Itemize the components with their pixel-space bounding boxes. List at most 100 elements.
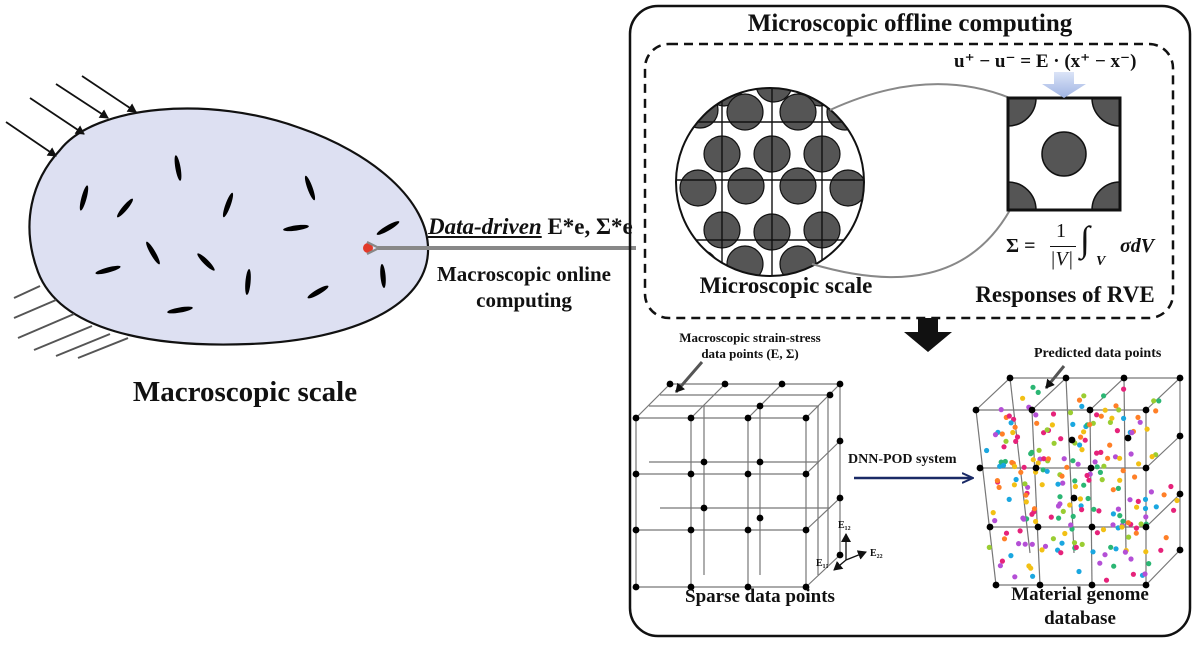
predicted-point	[1116, 407, 1122, 413]
predicted-point	[1008, 420, 1014, 426]
predicted-point	[1146, 561, 1152, 567]
predicted-point	[1101, 463, 1107, 469]
predicted-point	[1110, 522, 1116, 528]
predicted-point	[1021, 464, 1027, 470]
predicted-point	[1050, 536, 1056, 542]
online-computing-line1: Macroscopic online	[436, 262, 611, 286]
predicted-point	[1128, 451, 1134, 457]
predicted-point	[1055, 481, 1061, 487]
predicted-point	[1033, 518, 1039, 525]
predicted-point	[1111, 563, 1117, 569]
predicted-point	[1103, 577, 1110, 583]
predicted-point	[1071, 540, 1078, 546]
predicted-point	[1121, 415, 1127, 421]
predicted-point	[1087, 422, 1093, 428]
predicted-point	[1045, 456, 1051, 462]
genome-line2: database	[1044, 608, 1116, 629]
predicted-pointer	[1044, 365, 1066, 389]
predicted-point	[1122, 549, 1128, 555]
avg-frac-num: 1	[1056, 220, 1066, 242]
predicted-point	[1091, 506, 1097, 512]
strain-stress-pointer	[674, 361, 704, 393]
predicted-point	[1115, 506, 1121, 512]
predicted-point	[1068, 522, 1074, 528]
data-driven-label: Data-driven E*e, Σ*e	[428, 214, 633, 240]
predicted-point	[1070, 513, 1076, 520]
predicted-point	[1061, 456, 1067, 462]
predicted-point	[1060, 508, 1066, 514]
predicted-point	[1100, 527, 1107, 533]
predicted-point	[986, 544, 992, 551]
predicted-point	[1003, 530, 1010, 536]
predicted-point	[1120, 518, 1126, 524]
predicted-point	[998, 407, 1004, 413]
zoom-line-top	[829, 83, 1011, 111]
predicted-point	[1051, 440, 1057, 446]
predicted-point	[1025, 484, 1031, 490]
avg-sub: V	[1096, 254, 1106, 269]
predicted-point	[1129, 430, 1135, 436]
predicted-point	[1161, 492, 1167, 498]
predicted-point	[1037, 456, 1043, 462]
predicted-point	[1000, 462, 1007, 468]
predicted-point	[1077, 442, 1083, 448]
predicted-point	[1018, 469, 1024, 475]
avg-frac-bar	[1050, 246, 1076, 247]
predicted-point	[1064, 464, 1070, 470]
predicted-point	[1012, 424, 1018, 430]
predicted-point	[1133, 530, 1139, 536]
predicted-point	[1010, 429, 1016, 436]
predicted-point	[1121, 386, 1127, 392]
predicted-point	[1163, 535, 1169, 541]
predicted-point	[1142, 505, 1149, 512]
dnn-arrow-label: DNN-POD system	[848, 452, 957, 467]
predicted-point	[1079, 447, 1085, 453]
zoom-line-bottom	[811, 209, 1011, 279]
predicted-point	[1143, 549, 1149, 555]
predicted-point	[1062, 530, 1068, 537]
predicted-point	[1069, 526, 1075, 532]
predicted-point	[1168, 483, 1174, 490]
predicted-point	[1084, 472, 1090, 479]
microstructure	[675, 87, 865, 277]
predicted-point	[1130, 571, 1136, 577]
predicted-point	[994, 478, 1001, 484]
predicted-point	[1023, 499, 1029, 505]
predicted-point	[999, 558, 1006, 564]
data-driven-word: Data-driven	[428, 214, 542, 239]
predicted-point	[1117, 477, 1123, 483]
predicted-point	[1048, 514, 1054, 520]
predicted-point	[1050, 411, 1057, 417]
predicted-point	[1022, 481, 1028, 487]
predicted-point	[1041, 456, 1047, 462]
predicted-point	[1094, 530, 1100, 536]
predicted-point	[1171, 507, 1177, 513]
predicted-point	[1136, 461, 1142, 467]
rve-label: Responses of RVE	[975, 282, 1155, 307]
predicted-point	[1058, 550, 1064, 556]
predicted-point	[1060, 480, 1066, 486]
predicted-point	[1127, 497, 1133, 503]
predicted-point	[1092, 459, 1098, 465]
predicted-point	[1153, 504, 1159, 510]
offline-panel	[628, 4, 1192, 638]
data-driven-symbols: E*e, Σ*e	[547, 214, 633, 239]
predicted-point	[1134, 504, 1140, 510]
predicted-point	[1030, 457, 1036, 463]
predicted-point	[1030, 573, 1036, 579]
predicted-point	[1094, 412, 1100, 418]
sparse-points	[632, 380, 844, 591]
axis-triad	[833, 533, 867, 571]
predicted-point	[1057, 494, 1063, 500]
predicted-point	[1105, 455, 1111, 461]
predicted-point	[1076, 397, 1083, 403]
predicted-point	[1151, 398, 1157, 404]
predicted-point	[1036, 447, 1042, 453]
predicted-point	[999, 431, 1005, 437]
predicted-point	[1142, 571, 1148, 577]
predicted-point	[1081, 482, 1087, 488]
predicted-point	[1117, 455, 1123, 461]
predicted-point	[1067, 410, 1074, 416]
genome-scatter	[984, 380, 1180, 583]
predicted-point	[1002, 458, 1008, 465]
